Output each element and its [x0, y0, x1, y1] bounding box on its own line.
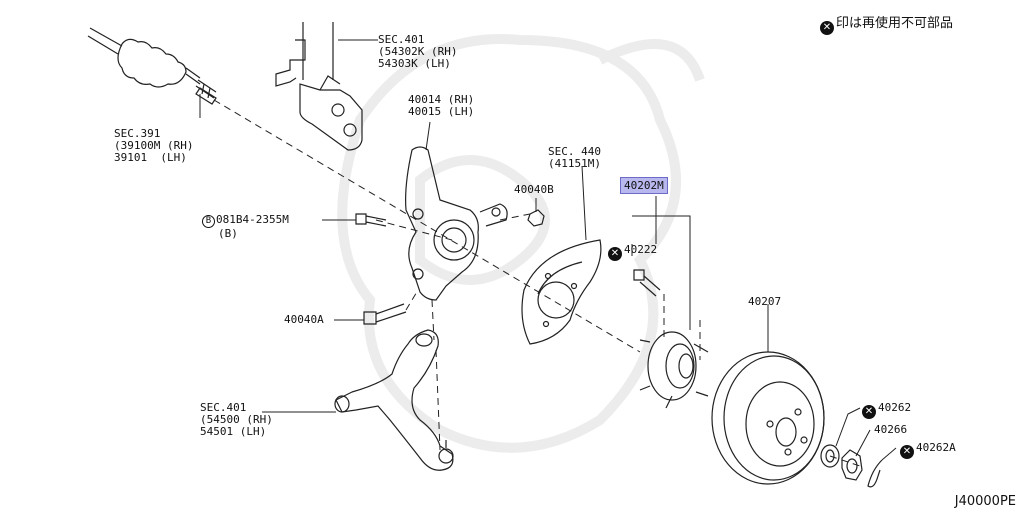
label-line: (41151M) — [548, 157, 601, 170]
label-line: 54501 (LH) — [200, 425, 267, 438]
label-40202m: 40202M — [620, 177, 668, 194]
knuckle-drawing — [405, 146, 508, 301]
diagram-code: J40000PE — [954, 494, 1016, 509]
label-line: (39100M (RH) — [114, 139, 194, 152]
assembly-lines — [213, 99, 861, 467]
label-40040a: 40040A — [284, 313, 324, 326]
label-line: 40014 (RH) — [408, 93, 475, 106]
drive-shaft-drawing — [87, 27, 217, 105]
label-line: SEC. 440 — [548, 145, 601, 158]
label-40207: 40207 — [748, 295, 782, 308]
lower-arm-drawing — [334, 329, 454, 471]
label-40040b: 40040B — [514, 183, 554, 196]
b-circle-icon: B — [202, 215, 215, 228]
label-line: 40015 (LH) — [408, 105, 475, 118]
label-sec391: SEC.391(39100M (RH)39101 (LH) — [114, 128, 193, 164]
label-40262: ✕40262 — [862, 402, 911, 419]
highlighted-part-number[interactable]: 40202M — [620, 177, 668, 194]
strut-drawing — [275, 22, 363, 151]
label-sec440: SEC. 440(41151M) — [548, 146, 601, 170]
brake-rotor-drawing — [711, 351, 825, 485]
dust-shield-drawing — [521, 239, 602, 345]
x-circle-icon: ✕ — [820, 21, 834, 35]
legend: ✕印は再使用不可部品 — [820, 12, 953, 35]
label-sec401-strut: SEC.401(54302K (RH)54303K (LH) — [378, 34, 457, 70]
part-number: 40262A — [916, 441, 956, 454]
label-line: SEC.401 — [378, 33, 425, 46]
part-number: 081B4-2355M — [216, 213, 289, 226]
label-line: (54302K (RH) — [378, 45, 458, 58]
x-circle-icon: ✕ — [862, 405, 876, 419]
label-40266: 40266 — [874, 423, 908, 436]
label-40262a: ✕40262A — [900, 442, 956, 459]
small-fasteners-drawing — [355, 209, 661, 325]
label-line: (B) — [218, 227, 238, 240]
label-line: (54500 (RH) — [200, 413, 273, 426]
watermark-logo — [337, 34, 705, 453]
label-line: SEC.391 — [114, 127, 161, 140]
part-number: 40222 — [624, 243, 658, 256]
legend-text: 印は再使用不可部品 — [836, 16, 954, 31]
hub-bearing-drawing — [639, 331, 709, 409]
label-line: 54303K (LH) — [378, 57, 451, 70]
x-circle-icon: ✕ — [900, 445, 914, 459]
label-knuckle: 40014 (RH)40015 (LH) — [408, 94, 474, 118]
label-line: SEC.401 — [200, 401, 247, 414]
label-40222: ✕40222 — [608, 244, 657, 261]
label-line: 39101 (LH) — [114, 151, 187, 164]
x-circle-icon: ✕ — [608, 247, 622, 261]
leader-lines — [199, 39, 897, 461]
label-sec401-arm: SEC.401(54500 (RH)54501 (LH) — [200, 402, 273, 438]
part-number: 40262 — [878, 401, 912, 414]
axle-nut-drawing — [820, 444, 883, 488]
